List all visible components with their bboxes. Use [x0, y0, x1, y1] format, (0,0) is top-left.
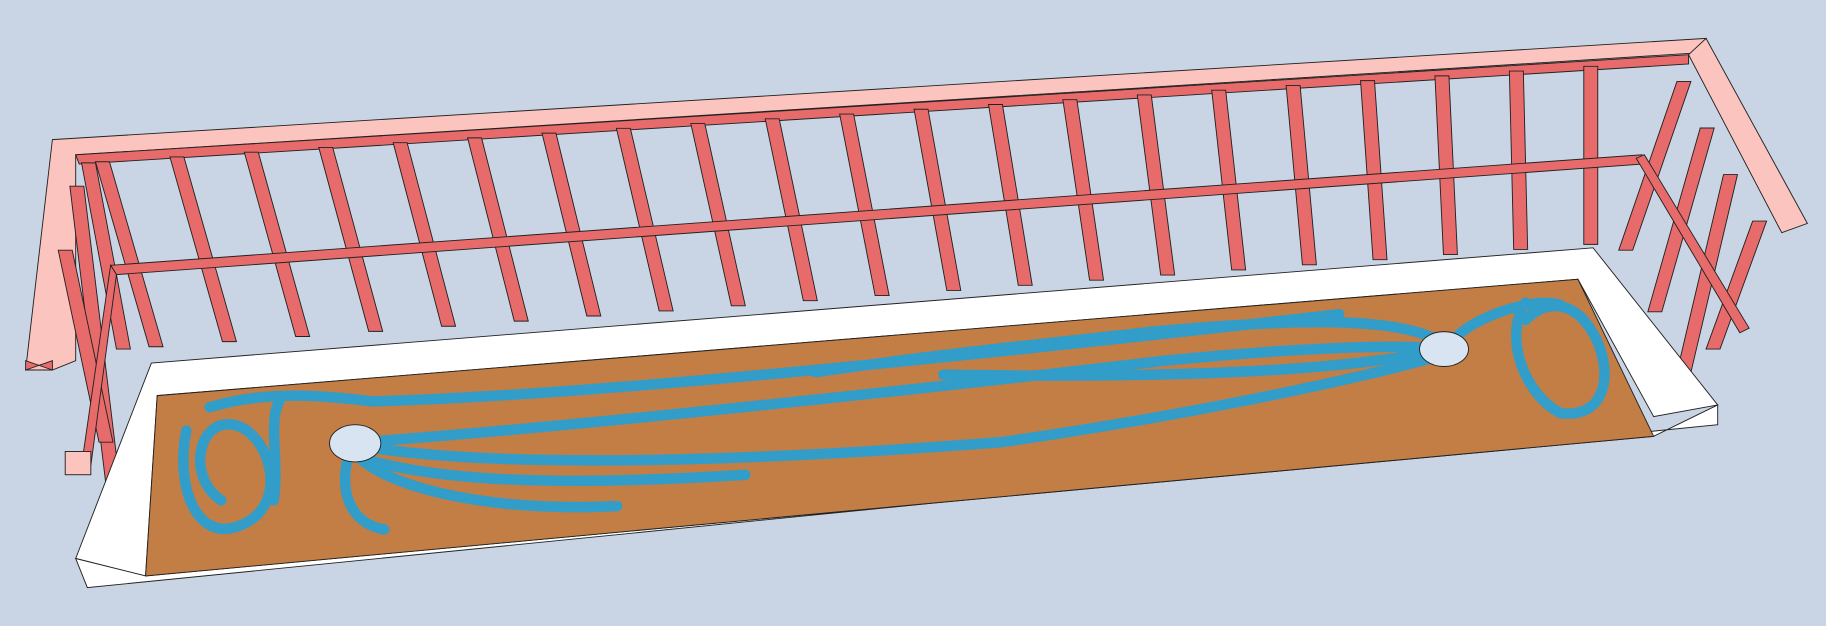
- baluster: [839, 113, 890, 297]
- baluster: [1285, 84, 1317, 266]
- baluster: [1583, 65, 1599, 245]
- water-trails: [178, 297, 1610, 535]
- baluster: [466, 137, 529, 322]
- baluster: [1136, 94, 1176, 276]
- baluster: [541, 132, 602, 317]
- baluster: [169, 156, 238, 343]
- drain-holes: [329, 331, 1469, 463]
- left-post: [25, 360, 53, 371]
- baluster: [1211, 89, 1247, 271]
- baluster: [1360, 80, 1388, 261]
- railing: [25, 37, 1809, 525]
- baluster: [690, 123, 746, 307]
- left-lower-block: [64, 450, 92, 476]
- balusters: [57, 65, 1768, 525]
- top-rail-inner: [75, 54, 1690, 165]
- baluster: [1705, 220, 1768, 350]
- top-rail-side: [1688, 37, 1809, 234]
- baluster: [987, 104, 1033, 286]
- drain-hole-left: [329, 424, 382, 463]
- baluster: [1062, 99, 1105, 281]
- baluster: [1434, 75, 1458, 256]
- baluster: [392, 142, 457, 327]
- baluster: [243, 151, 311, 337]
- baluster: [318, 146, 384, 332]
- baluster: [764, 118, 818, 302]
- baluster: [80, 162, 131, 350]
- baluster: [913, 108, 962, 291]
- baluster: [615, 127, 674, 312]
- drain-hole-right: [1419, 331, 1469, 367]
- lower-rail-side: [1635, 154, 1750, 334]
- baluster: [1508, 70, 1529, 250]
- baluster: [94, 161, 164, 348]
- baluster: [1618, 80, 1692, 251]
